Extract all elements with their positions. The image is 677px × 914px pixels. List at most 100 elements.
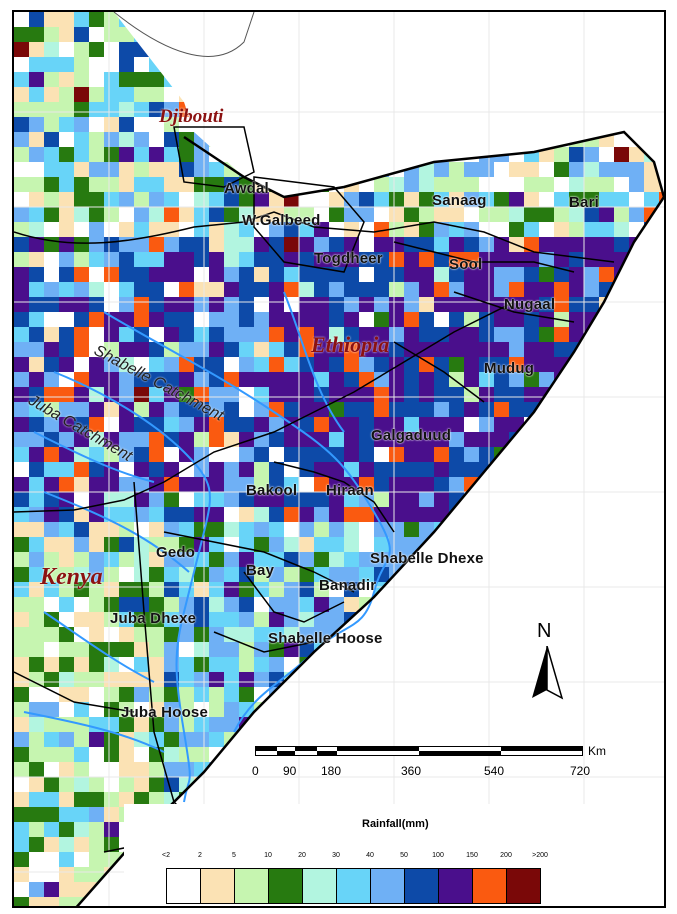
rainfall-cell — [449, 477, 464, 492]
rainfall-cell — [464, 327, 479, 342]
rainfall-cell — [644, 12, 659, 27]
rainfall-cell — [524, 552, 539, 567]
rainfall-cell — [449, 762, 464, 777]
rainfall-cell — [659, 657, 664, 672]
rainfall-cell — [14, 357, 29, 372]
region-label-juba-dhexe: Juba Dhexe — [110, 610, 197, 627]
rainfall-cell — [614, 672, 629, 687]
rainfall-cell — [149, 372, 164, 387]
rainfall-cell — [239, 672, 254, 687]
rainfall-cell — [629, 612, 644, 627]
legend-swatch — [336, 868, 371, 904]
rainfall-cell — [44, 807, 59, 822]
rainfall-cell — [434, 492, 449, 507]
rainfall-cell — [89, 147, 104, 162]
rainfall-cell — [659, 477, 664, 492]
rainfall-cell — [209, 12, 224, 27]
rainfall-cell — [314, 612, 329, 627]
rainfall-cell — [389, 177, 404, 192]
rainfall-cell — [509, 612, 524, 627]
rainfall-cell — [329, 357, 344, 372]
rainfall-cell — [359, 567, 374, 582]
rainfall-cell — [539, 417, 554, 432]
rainfall-cell — [179, 177, 194, 192]
rainfall-cell — [344, 492, 359, 507]
rainfall-cell — [74, 312, 89, 327]
rainfall-cell — [404, 72, 419, 87]
rainfall-cell — [659, 207, 664, 222]
rainfall-cell — [509, 732, 524, 747]
rainfall-cell — [434, 72, 449, 87]
rainfall-cell — [74, 432, 89, 447]
legend-tick-label: 150 — [466, 852, 478, 859]
rainfall-cell — [59, 42, 74, 57]
rainfall-cell — [449, 447, 464, 462]
rainfall-cell — [569, 462, 584, 477]
rainfall-cell — [134, 492, 149, 507]
rainfall-cell — [569, 537, 584, 552]
rainfall-cell — [104, 627, 119, 642]
rainfall-cell — [509, 132, 524, 147]
rainfall-cell — [59, 27, 74, 42]
rainfall-cell — [44, 522, 59, 537]
rainfall-cell — [329, 717, 344, 732]
rainfall-cell — [554, 27, 569, 42]
rainfall-cell — [29, 462, 44, 477]
rainfall-cell — [209, 582, 224, 597]
rainfall-cell — [359, 582, 374, 597]
rainfall-cell — [164, 447, 179, 462]
rainfall-cell — [239, 252, 254, 267]
rainfall-cell — [254, 87, 269, 102]
rainfall-cell — [434, 642, 449, 657]
rainfall-cell — [284, 372, 299, 387]
rainfall-cell — [299, 447, 314, 462]
rainfall-cell — [89, 102, 104, 117]
rainfall-cell — [509, 777, 524, 792]
rainfall-cell — [344, 522, 359, 537]
rainfall-cell — [404, 582, 419, 597]
rainfall-cell — [254, 132, 269, 147]
rainfall-cell — [44, 747, 59, 762]
rainfall-cell — [104, 507, 119, 522]
rainfall-cell — [404, 42, 419, 57]
rainfall-cell — [629, 477, 644, 492]
region-label-juba-hoose: Juba Hoose — [121, 704, 209, 721]
rainfall-cell — [74, 132, 89, 147]
rainfall-cell — [239, 492, 254, 507]
rainfall-cell — [29, 717, 44, 732]
rainfall-cell — [659, 42, 664, 57]
rainfall-cell — [74, 792, 89, 807]
rainfall-cell — [194, 732, 209, 747]
rainfall-cell — [269, 57, 284, 72]
rainfall-cell — [449, 192, 464, 207]
rainfall-cell — [149, 147, 164, 162]
legend-tick-label: 100 — [432, 852, 444, 859]
rainfall-cell — [659, 57, 664, 72]
rainfall-cell — [389, 252, 404, 267]
rainfall-cell — [659, 312, 664, 327]
rainfall-cell — [389, 87, 404, 102]
rainfall-cell — [299, 522, 314, 537]
rainfall-cell — [74, 822, 89, 837]
rainfall-cell — [644, 597, 659, 612]
rainfall-cell — [269, 297, 284, 312]
rainfall-cell — [164, 102, 179, 117]
rainfall-cell — [329, 732, 344, 747]
rainfall-cell — [539, 132, 554, 147]
rainfall-cell — [584, 162, 599, 177]
rainfall-cell — [434, 612, 449, 627]
rainfall-cell — [449, 207, 464, 222]
rainfall-cell — [59, 387, 74, 402]
rainfall-cell — [89, 72, 104, 87]
rainfall-cell — [14, 117, 29, 132]
rainfall-cell — [284, 102, 299, 117]
rainfall-cell — [224, 357, 239, 372]
rainfall-cell — [659, 132, 664, 147]
rainfall-cell — [269, 627, 284, 642]
rainfall-cell — [374, 312, 389, 327]
rainfall-cell — [74, 882, 89, 897]
rainfall-cell — [599, 147, 614, 162]
rainfall-cell — [29, 312, 44, 327]
rainfall-cell — [104, 597, 119, 612]
rainfall-cell — [29, 87, 44, 102]
